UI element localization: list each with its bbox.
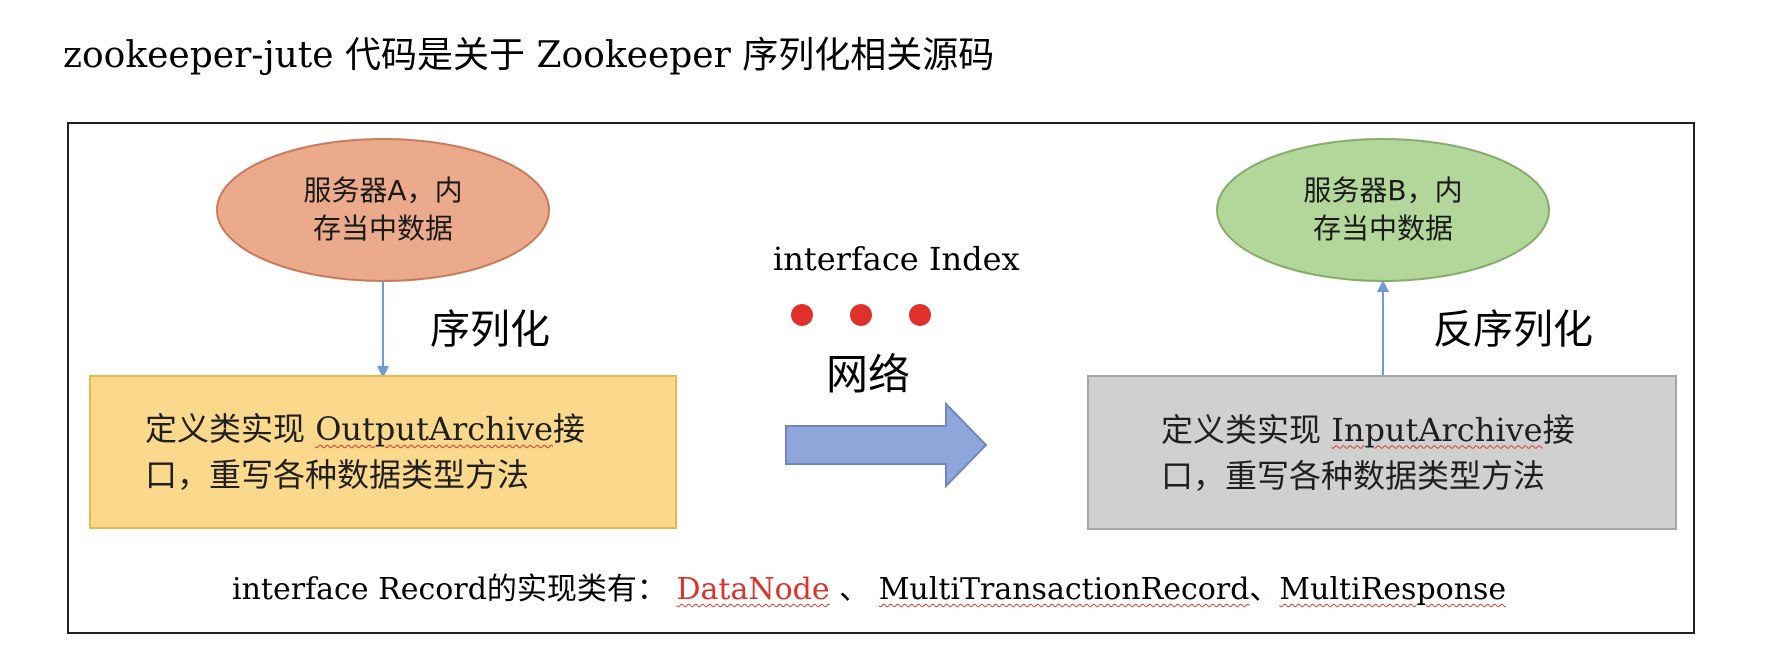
record-impl-multiresponse: MultiResponse [1279, 572, 1507, 607]
ellipsis-dot-2 [850, 304, 872, 326]
record-impl-multitransactionrecord: MultiTransactionRecord [878, 572, 1250, 607]
page-heading: zookeeper-jute 代码是关于 Zookeeper 序列化相关源码 [63, 35, 995, 76]
serialize-label: 序列化 [430, 307, 550, 353]
input-archive-box: 定义类实现 InputArchive接 口，重写各种数据类型方法 [1087, 375, 1677, 530]
ellipsis-dot-3 [909, 304, 931, 326]
network-arrow-icon [785, 401, 988, 489]
server-a-label: 服务器A，内 存当中数据 [303, 174, 463, 245]
input-archive-text: 定义类实现 InputArchive接 口，重写各种数据类型方法 [1089, 407, 1675, 499]
output-archive-line-1: 定义类实现 OutputArchive接 [145, 410, 586, 448]
record-implementations-line: interface Record的实现类有： DataNode 、 MultiT… [232, 570, 1506, 610]
deserialize-label: 反序列化 [1433, 307, 1593, 353]
record-impl-datanode: DataNode [676, 572, 830, 607]
diagram-frame [67, 122, 1695, 634]
input-archive-line-1: 定义类实现 InputArchive接 [1161, 410, 1575, 449]
output-archive-box: 定义类实现 OutputArchive接 口，重写各种数据类型方法 [89, 375, 677, 529]
network-label: 网络 [826, 350, 911, 399]
record-sep-1: 、 [829, 572, 870, 607]
input-archive-class-name: InputArchive [1331, 410, 1543, 449]
interface-index-label: interface Index [773, 240, 1020, 278]
server-b-label: 服务器B，内 存当中数据 [1303, 174, 1463, 245]
input-archive-line-2: 口，重写各种数据类型方法 [1161, 456, 1546, 495]
output-archive-class-name: OutputArchive [315, 410, 554, 448]
record-prefix: interface Record的实现类有： [232, 572, 667, 607]
output-archive-text: 定义类实现 OutputArchive接 口，重写各种数据类型方法 [91, 406, 675, 498]
record-sep-2: 、 [1249, 572, 1280, 607]
output-archive-line-2: 口，重写各种数据类型方法 [145, 456, 530, 494]
ellipsis-dot-1 [791, 304, 813, 326]
